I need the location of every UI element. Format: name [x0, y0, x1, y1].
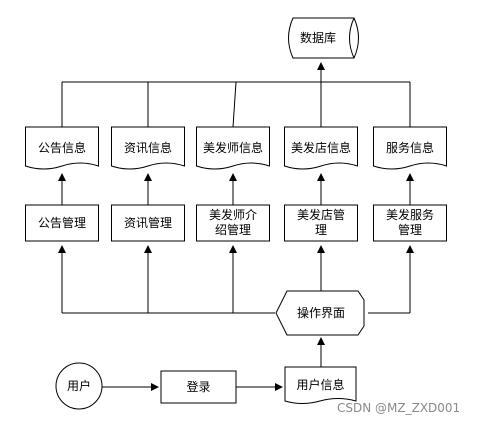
user-node: 用户: [55, 362, 103, 410]
manager-label-stylist-0: 美发师介: [209, 207, 257, 222]
manager-label-news-0: 资讯管理: [124, 215, 172, 230]
doc-label-news: 资讯信息: [124, 140, 172, 155]
doc-node-service: 服务信息: [373, 126, 447, 170]
manager-label-shop-0: 美发店管: [297, 207, 345, 222]
watermark: CSDN @MZ_ZXD001: [337, 401, 460, 415]
manager-boxes: 公告管理资讯管理美发师介绍管理美发店管理美发服务管理: [25, 204, 447, 242]
top-bus: [61, 62, 411, 128]
login-label: 登录: [186, 379, 210, 394]
doc-node-announce: 公告信息: [25, 126, 99, 170]
manager-label-shop-1: 理: [315, 223, 327, 237]
ops-bus: [58, 245, 414, 314]
user-info-label: 用户信息: [296, 377, 344, 392]
manager-node-announce: 公告管理: [25, 204, 99, 242]
manager-label-stylist-1: 绍管理: [215, 222, 251, 237]
doc-label-announce: 公告信息: [38, 140, 86, 155]
ops-screen-node: 操作界面: [275, 290, 365, 336]
doc-label-service: 服务信息: [386, 140, 434, 155]
ops-screen-label: 操作界面: [297, 305, 345, 320]
user-info-node: 用户信息: [284, 366, 357, 404]
doc-node-shop: 美发店信息: [284, 126, 358, 170]
doc-label-shop: 美发店信息: [291, 140, 351, 155]
manager-label-service-1: 管理: [398, 222, 422, 237]
user-label: 用户: [67, 378, 91, 393]
database-node: 数据库: [288, 17, 359, 59]
doc-node-news: 资讯信息: [111, 126, 185, 170]
doc-label-stylist: 美发师信息: [203, 140, 263, 155]
login-node: 登录: [160, 370, 237, 404]
manager-node-news: 资讯管理: [111, 204, 185, 242]
database-label: 数据库: [300, 30, 336, 45]
manager-label-announce-0: 公告管理: [38, 215, 86, 230]
manager-label-service-0: 美发服务: [386, 207, 434, 222]
info-documents: 公告信息 资讯信息 美发师信息 美发店信息 服务信息: [25, 126, 447, 170]
doc-node-stylist: 美发师信息: [196, 126, 270, 170]
manager-to-doc-arrows: [58, 173, 414, 205]
